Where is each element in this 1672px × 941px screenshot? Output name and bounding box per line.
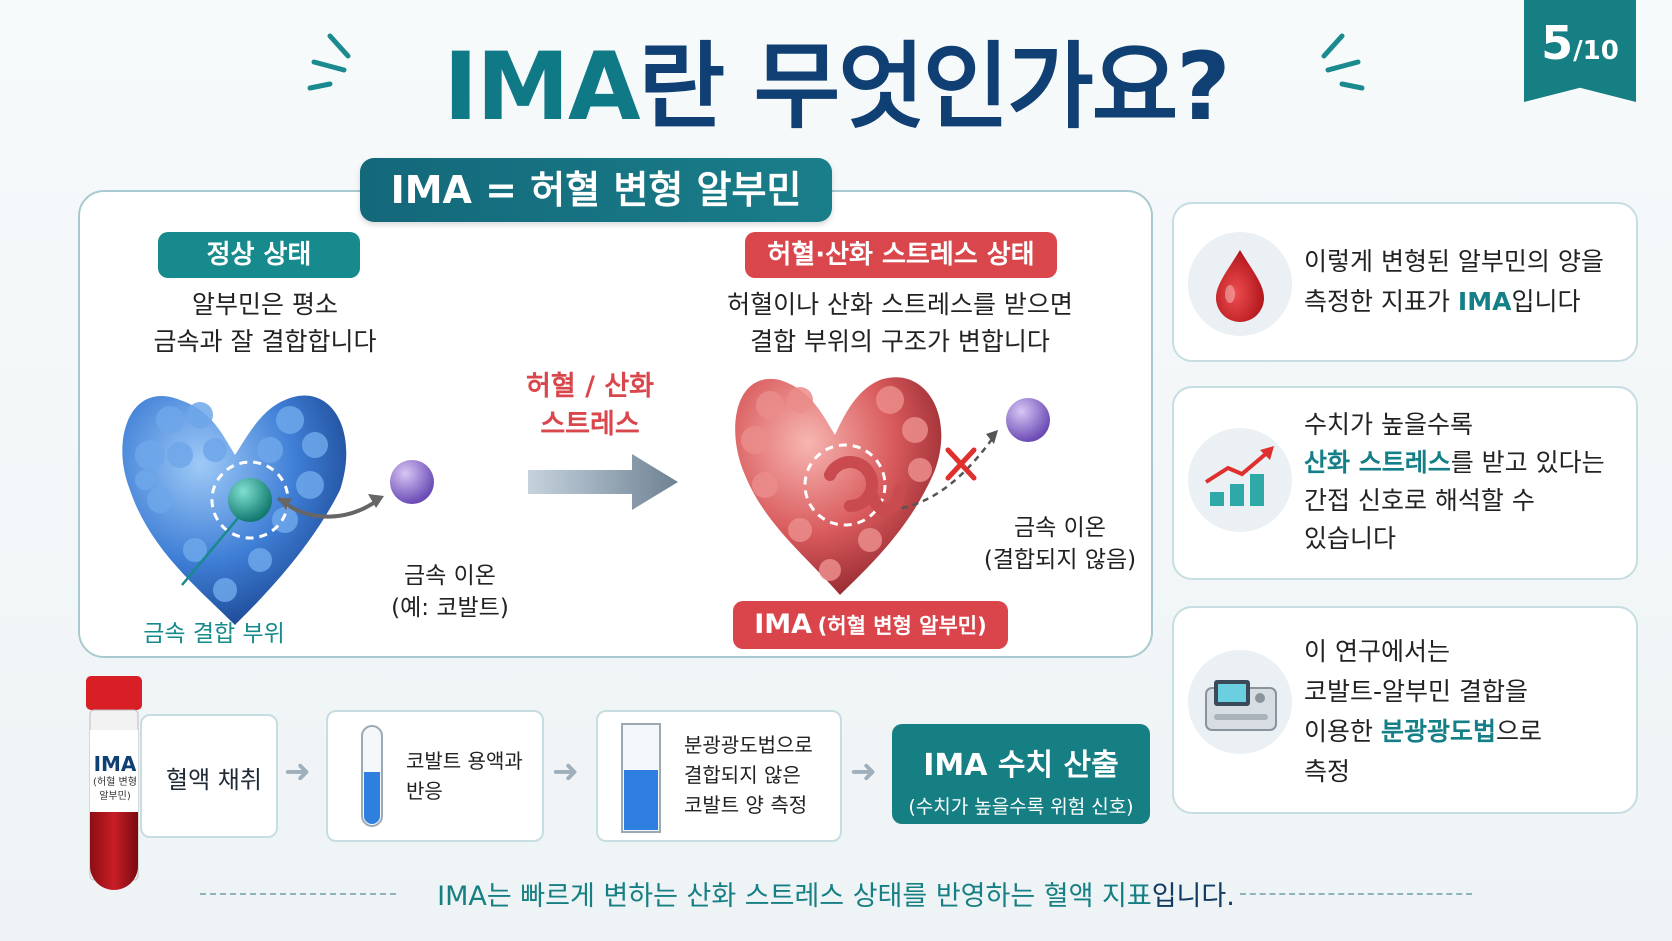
step-arrow-icon: ➜ [850, 752, 877, 790]
stressed-state-description: 허혈이나 산화 스트레스를 받으면 결합 부위의 구조가 변합니다 [690, 286, 1110, 360]
result-title: IMA 수치 산출 [923, 748, 1119, 783]
cuvette-icon [621, 723, 661, 833]
normal-ion-label: 금속 이온 (예: 코발트) [360, 560, 540, 624]
analyzer-device-icon [1205, 680, 1277, 731]
stressed-state-pill: 허혈·산화 스트레스 상태 [745, 232, 1057, 278]
blood-drop-icon [1216, 250, 1264, 322]
transition-line2: 스트레스 [540, 409, 640, 440]
normal-state-pill: 정상 상태 [158, 232, 360, 278]
card1-highlight: IMA [1457, 287, 1512, 316]
left-sparkle-icon [307, 33, 351, 91]
ima-label-pill: IMA (허혈 변형 알부민) [733, 601, 1008, 649]
tube-label-sub2: 알부민) [99, 791, 131, 802]
step3-line2: 결합되지 않은 [684, 763, 801, 787]
ima-label: IMA [754, 609, 813, 640]
title-prefix: IMA [443, 33, 640, 142]
transition-arrow-icon [528, 454, 678, 510]
card2-line1: 수치가 높을수록 [1304, 410, 1473, 439]
stressed-ion-label: 금속 이온 (결합되지 않음) [980, 512, 1140, 576]
card1-text: 이렇게 변형된 알부민의 양을 측정한 지표가 IMA입니다 [1304, 242, 1604, 322]
stressed-ion-line1: 금속 이온 [1014, 515, 1106, 541]
normal-ion-line1: 금속 이온 [404, 563, 496, 589]
info-card-interpretation: 수치가 높을수록 산화 스트레스를 받고 있다는 간접 신호로 해석할 수 있습… [1172, 386, 1638, 580]
main-banner: IMA = 허혈 변형 알부민 [360, 158, 832, 222]
info-card-method: 이 연구에서는 코발트-알부민 결합을 이용한 분광광도법으로 측정 [1172, 606, 1638, 814]
card3-highlight: 분광광도법 [1380, 717, 1496, 746]
normal-state-description: 알부민은 평소 금속과 잘 결합합니다 [120, 286, 410, 360]
page-current: 5 [1541, 16, 1574, 70]
binding-site-label: 금속 결합 부위 [143, 621, 285, 647]
card2-text: 수치가 높을수록 산화 스트레스를 받고 있다는 간접 신호로 해석할 수 있습… [1304, 406, 1605, 558]
card-icon-circle [1188, 232, 1292, 336]
transition-line1: 허혈 / 산화 [525, 371, 655, 402]
step3-line1: 분광광도법으로 [684, 733, 813, 757]
card1-line2: 측정한 지표가 IMA입니다 [1304, 287, 1581, 316]
card-icon-circle [1188, 428, 1292, 532]
step2-label: 코발트 용액과 반응 [406, 746, 523, 806]
normal-desc-line2: 금속과 잘 결합합니다 [153, 327, 377, 356]
footer-divider-left [200, 893, 396, 895]
transition-label: 허혈 / 산화 스트레스 [505, 368, 675, 444]
stressed-albumin-illustration [735, 377, 1050, 595]
right-sparkle-icon [1321, 33, 1365, 91]
step-arrow-icon: ➜ [552, 752, 579, 790]
step3-label: 분광광도법으로 결합되지 않은 코발트 양 측정 [684, 730, 813, 820]
stressed-ion-line2: (결합되지 않음) [983, 547, 1137, 573]
title-rest: 란 무엇인가요? [638, 33, 1231, 142]
result-subtitle: (수치가 높을수록 위험 신호) [908, 796, 1134, 818]
page-total: /10 [1573, 36, 1619, 66]
footer-summary: IMA는 빠르게 변하는 산화 스트레스 상태를 반영하는 혈액 지표입니다. [0, 874, 1672, 913]
page-title: IMA란 무엇인가요? [0, 28, 1672, 148]
step3-line3: 코발트 양 측정 [684, 793, 808, 817]
footer-divider-right [1240, 893, 1472, 895]
footer-rest: 입니다. [1151, 881, 1235, 912]
footer-highlight: IMA는 빠르게 변하는 산화 스트레스 상태를 반영하는 혈액 지표 [437, 881, 1152, 912]
card1-line1: 이렇게 변형된 알부민의 양을 [1304, 247, 1604, 276]
step-spectrophotometry: 분광광도법으로 결합되지 않은 코발트 양 측정 [596, 710, 842, 842]
tube-label: IMA (허혈 변형 알부민) [86, 752, 144, 804]
card3-line1: 이 연구에서는 [1304, 637, 1450, 666]
card3-line3: 이용한 분광광도법으로 [1304, 717, 1542, 746]
growth-chart-icon [1204, 446, 1274, 506]
normal-desc-line1: 알부민은 평소 [192, 290, 338, 319]
step-blood-collection: 혈액 채취 [140, 714, 278, 838]
step2-line2: 반응 [406, 779, 443, 803]
page-indicator-badge: 5/10 [1524, 0, 1636, 102]
step1-label: 혈액 채취 [166, 766, 262, 794]
tube-label-sub1: (허혈 변형 [93, 777, 137, 788]
result-box: IMA 수치 산출 (수치가 높을수록 위험 신호) [892, 724, 1150, 824]
card2-line4: 있습니다 [1304, 524, 1397, 553]
normal-ion-line2: (예: 코발트) [391, 595, 509, 621]
card3-line4: 측정 [1304, 757, 1351, 786]
test-tube-icon [361, 725, 383, 827]
card2-highlight: 산화 스트레스 [1304, 448, 1451, 477]
step-cobalt-reaction: 코발트 용액과 반응 [326, 710, 544, 842]
card2-line3: 간접 신호로 해석할 수 [1304, 486, 1535, 515]
card3-line2: 코발트-알부민 결합을 [1304, 677, 1528, 706]
stressed-desc-line1: 허혈이나 산화 스트레스를 받으면 [727, 290, 1073, 319]
stressed-desc-line2: 결합 부위의 구조가 변합니다 [750, 327, 1050, 356]
info-card-ima-definition: 이렇게 변형된 알부민의 양을 측정한 지표가 IMA입니다 [1172, 202, 1638, 362]
tube-label-title: IMA [93, 752, 137, 776]
normal-albumin-illustration [122, 395, 434, 625]
step-arrow-icon: ➜ [284, 752, 311, 790]
ima-sub-label: (허혈 변형 알부민) [817, 614, 987, 638]
blood-tube-icon [86, 676, 142, 890]
step2-line1: 코발트 용액과 [406, 749, 523, 773]
card3-text: 이 연구에서는 코발트-알부민 결합을 이용한 분광광도법으로 측정 [1304, 632, 1542, 792]
card2-line2: 산화 스트레스를 받고 있다는 [1304, 448, 1605, 477]
card-icon-circle [1188, 650, 1292, 754]
